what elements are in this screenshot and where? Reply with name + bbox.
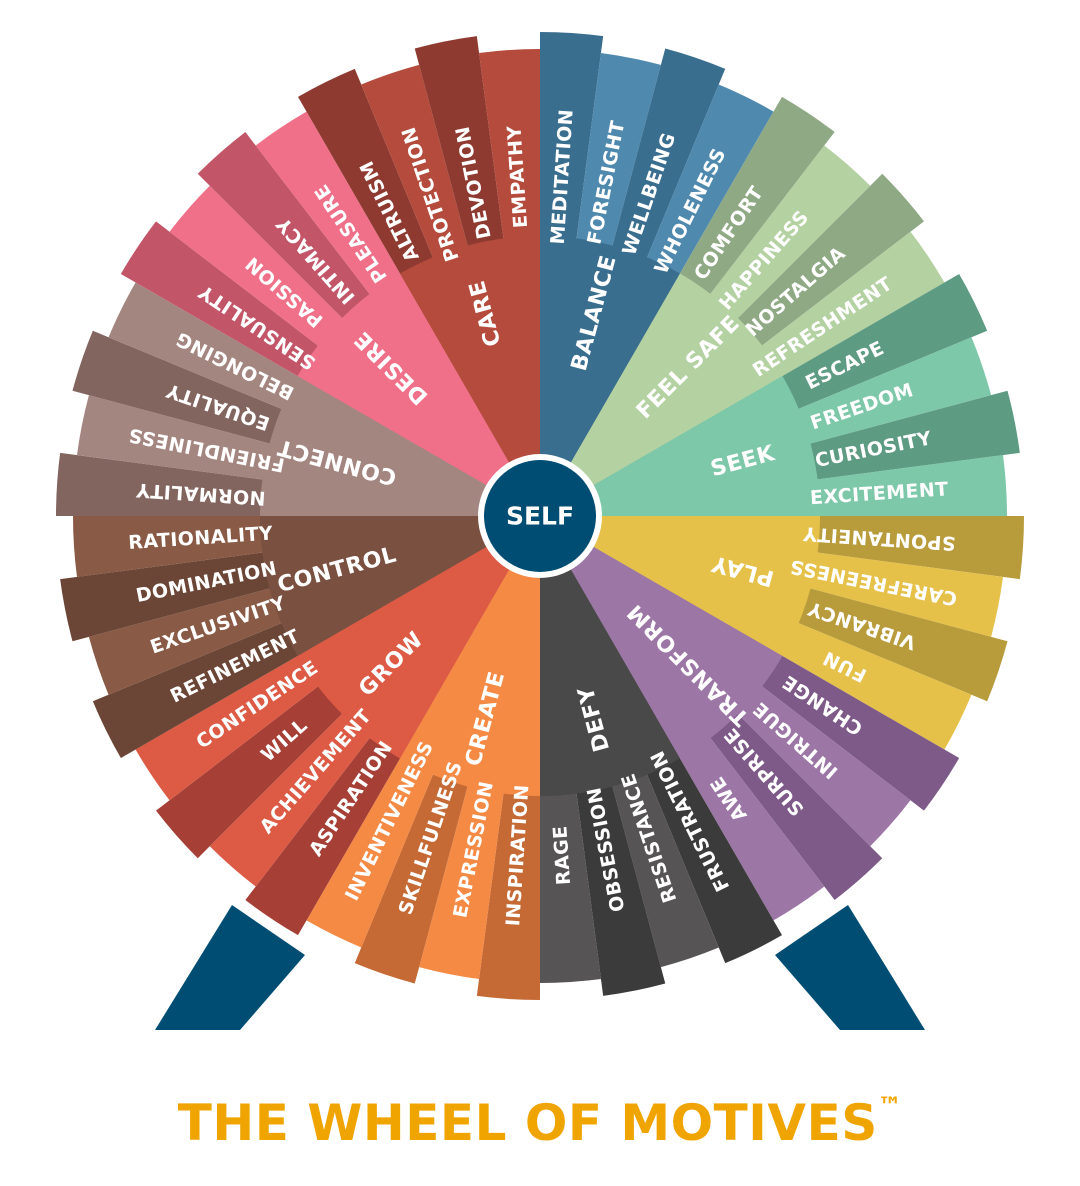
category-wedge-play — [540, 516, 820, 656]
category-wedge-control — [260, 516, 540, 656]
category-wedge-balance — [540, 236, 680, 516]
center-hub: SELF — [478, 454, 602, 578]
left-stand-leg — [155, 905, 305, 1030]
category-wedge-care — [400, 236, 540, 516]
category-wedge-desire — [297, 273, 540, 516]
diagram-title: THE WHEEL OF MOTIVES™ — [0, 1092, 1080, 1152]
category-wedge-transform — [540, 516, 783, 759]
trademark-mark: ™ — [877, 1092, 903, 1120]
right-stand-leg — [775, 905, 925, 1030]
category-wedge-seek — [540, 376, 820, 516]
motive-label-rage: RAGE — [549, 825, 575, 886]
category-wedges — [260, 236, 820, 796]
category-wedge-defy — [540, 516, 680, 796]
hub-circle — [484, 460, 596, 572]
category-wedge-create — [400, 516, 540, 796]
title-text: THE WHEEL OF MOTIVES — [177, 1094, 878, 1152]
category-wedge-feel-safe — [540, 273, 783, 516]
category-wedge-connect — [260, 376, 540, 516]
category-wedge-grow — [297, 516, 540, 759]
wheel-stand — [155, 905, 925, 1030]
center-label-self: SELF — [506, 502, 574, 531]
